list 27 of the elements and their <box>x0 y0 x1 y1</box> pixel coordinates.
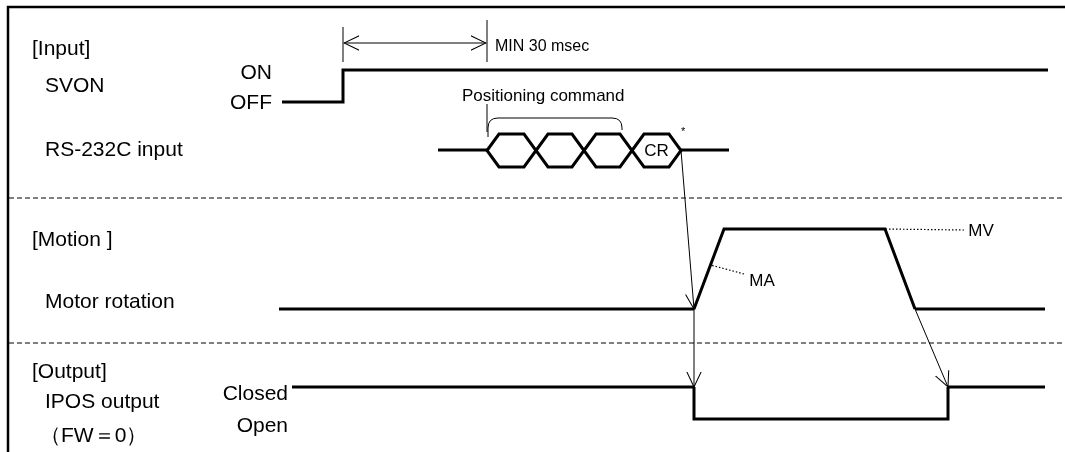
data-label: CR <box>644 142 669 159</box>
section-heading: [Output] <box>32 360 107 381</box>
arrow <box>686 308 702 388</box>
timing-label: MIN 30 msec <box>495 38 590 54</box>
level-label: Closed <box>222 382 288 403</box>
data-hexagon <box>584 134 632 167</box>
footnote-mark: * <box>681 126 686 137</box>
section-heading: [Motion ] <box>32 228 113 249</box>
parameter-label: MA <box>749 271 775 289</box>
signal-name: IPOS output <box>45 390 160 411</box>
section-heading: [Input] <box>32 37 91 58</box>
signal-name: SVON <box>45 74 105 95</box>
signal-name: RS-232C input <box>45 138 183 159</box>
arrow <box>914 308 950 388</box>
leader-line <box>884 228 965 231</box>
data-hexagon <box>536 134 584 167</box>
bracket-label: Positioning command <box>462 87 625 104</box>
signal-condition: （FW＝0） <box>40 424 148 445</box>
data-hexagon <box>487 134 536 167</box>
parameter-label: MV <box>968 221 994 239</box>
level-label: OFF <box>230 91 272 112</box>
level-label: Open <box>236 414 288 435</box>
motion-profile <box>694 229 915 309</box>
level-label: ON <box>240 61 272 82</box>
output-pulse <box>694 387 948 419</box>
signal-name: Motor rotation <box>45 290 175 311</box>
leader-line <box>710 264 745 275</box>
